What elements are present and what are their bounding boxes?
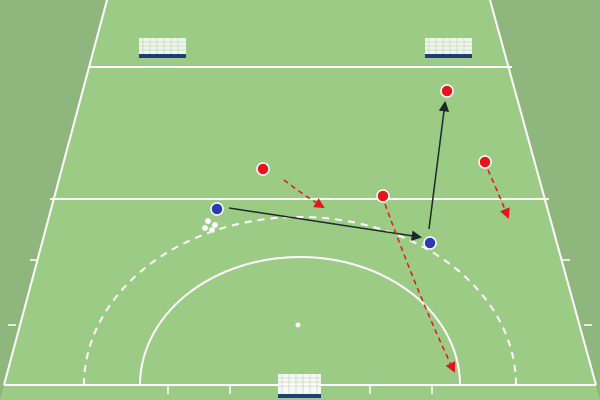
pass-arrow-1 bbox=[228, 207, 423, 241]
run-arrow-defender-right bbox=[487, 169, 510, 219]
ball bbox=[204, 217, 212, 225]
ball bbox=[201, 224, 209, 232]
ball bbox=[211, 221, 219, 229]
defender-player bbox=[256, 162, 270, 176]
defenders bbox=[256, 84, 492, 203]
defender-player bbox=[440, 84, 454, 98]
left-sideline bbox=[3, 0, 108, 386]
defender-player bbox=[376, 189, 390, 203]
goal-top-left bbox=[139, 38, 186, 58]
sideline-ticks bbox=[8, 259, 592, 326]
shooting-circle bbox=[139, 256, 461, 386]
ball-pile bbox=[201, 217, 219, 234]
run-arrow-defender-left bbox=[283, 179, 325, 209]
attacker-player bbox=[210, 202, 224, 216]
pass-arrow-2 bbox=[428, 100, 450, 230]
penalty-spot bbox=[295, 322, 301, 328]
goal-top-right bbox=[425, 38, 472, 58]
attackers bbox=[210, 202, 437, 250]
attacker-player bbox=[423, 236, 437, 250]
defender-player bbox=[478, 155, 492, 169]
dashed-circle bbox=[83, 216, 517, 386]
goal-bottom bbox=[278, 374, 321, 398]
right-sideline bbox=[489, 0, 597, 386]
back-line-ticks bbox=[167, 385, 433, 394]
ball bbox=[208, 226, 216, 234]
